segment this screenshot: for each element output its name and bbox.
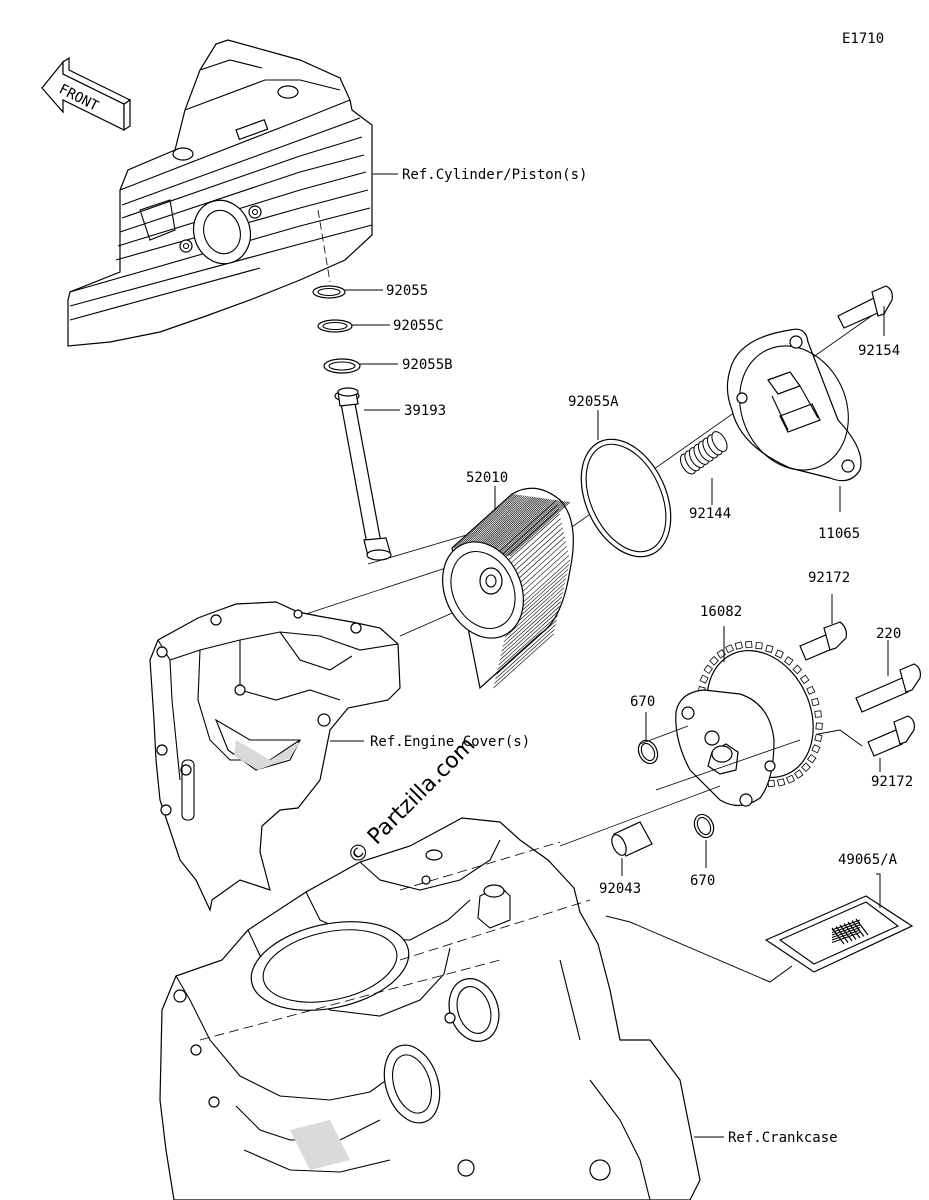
engine-cover-drawing: [149, 601, 401, 912]
bolt-92172-bottom: [867, 715, 915, 757]
o-ring-670-bottom: [693, 813, 715, 839]
o-ring-92055b: [323, 358, 361, 374]
cylinder-drawing: [67, 39, 373, 347]
front-arrow-icon: FRONT: [41, 56, 132, 132]
o-ring-670-top: [637, 739, 659, 765]
spring-92144: [679, 431, 728, 475]
ref-cylinder-label: Ref.Cylinder/Piston(s): [402, 167, 587, 183]
part-label-220: 220: [876, 626, 901, 642]
dowel-pin-92043: [611, 821, 653, 857]
part-label-92055: 92055: [386, 283, 428, 299]
part-label-92043: 92043: [599, 881, 641, 897]
oil-pump-16082: [675, 640, 823, 807]
oil-pipe-39193: [334, 387, 392, 561]
part-label-49065a: 49065/A: [838, 852, 898, 868]
diagram-code: E1710: [842, 31, 884, 47]
part-label-92154: 92154: [858, 343, 900, 359]
part-label-92172-bottom: 92172: [871, 774, 913, 790]
oil-filter-52010: [441, 487, 574, 690]
part-label-670-top: 670: [630, 694, 655, 710]
o-ring-92055c: [317, 319, 353, 333]
part-label-39193: 39193: [404, 403, 446, 419]
part-label-16082: 16082: [700, 604, 742, 620]
filter-cover-11065: [726, 328, 862, 482]
bolt-220: [855, 663, 921, 713]
part-label-92055a: 92055A: [568, 394, 619, 410]
part-label-670-bottom: 670: [690, 873, 715, 889]
part-label-92055c: 92055C: [393, 318, 444, 334]
bolt-92154: [837, 285, 893, 329]
bolt-92172-top: [799, 621, 847, 661]
part-label-52010: 52010: [466, 470, 508, 486]
o-ring-92055a: [580, 438, 672, 558]
part-label-11065: 11065: [818, 526, 860, 542]
part-label-92055b: 92055B: [402, 357, 453, 373]
label-plate-49065a: [764, 895, 914, 973]
o-ring-92055: [312, 285, 346, 299]
ref-crankcase-label: Ref.Crankcase: [728, 1130, 838, 1146]
part-label-92172-top: 92172: [808, 570, 850, 586]
ref-engine-cover-label: Ref.Engine Cover(s): [370, 734, 530, 750]
part-label-92144: 92144: [689, 506, 731, 522]
crankcase-drawing: [159, 817, 701, 1200]
